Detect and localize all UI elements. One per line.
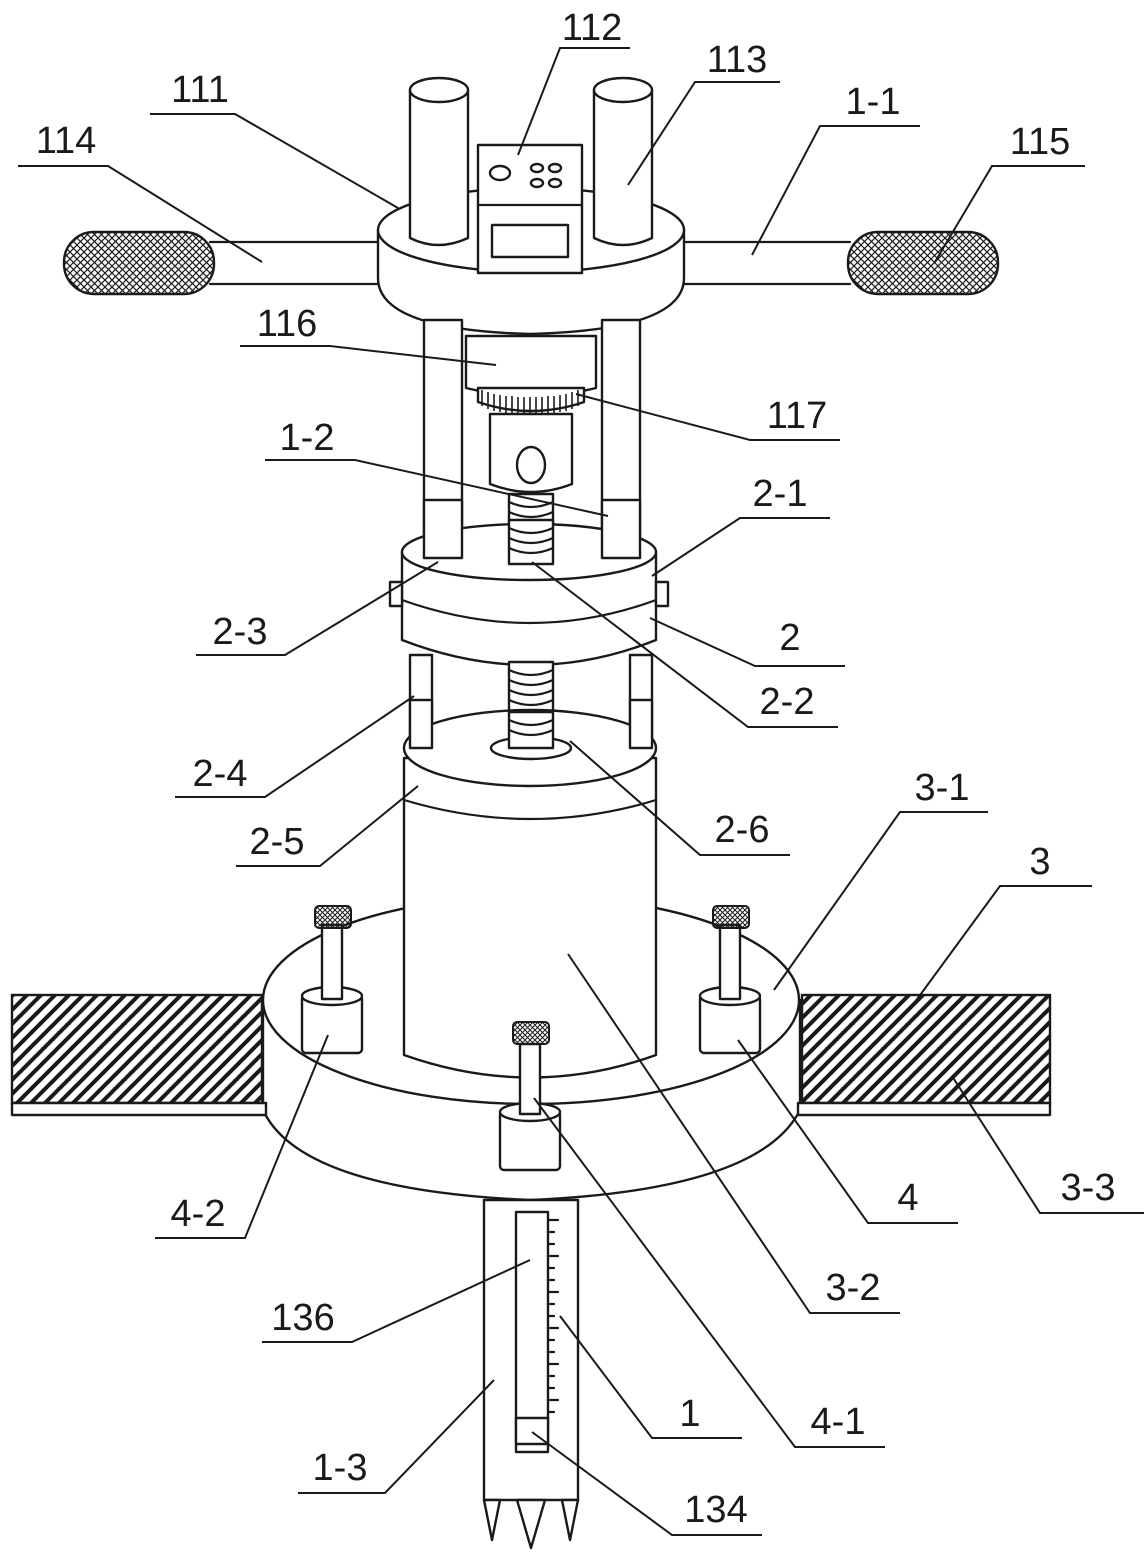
- knob-left: [300, 905, 364, 1055]
- gear: [476, 386, 586, 414]
- right-wing: [796, 993, 1052, 1117]
- label-1-2: 1-2: [280, 417, 335, 459]
- knob-right: [698, 905, 762, 1055]
- label-117: 117: [767, 395, 828, 437]
- label-115: 115: [1010, 121, 1071, 163]
- controller-box: [476, 143, 584, 275]
- handle-bar: [208, 240, 852, 286]
- label-2-5: 2-5: [250, 821, 305, 863]
- leader-lines: [18, 47, 1144, 1536]
- label-4-1: 4-1: [811, 1401, 866, 1443]
- labels: 112 113 111 1-1 114 115 116 117 1-2 2-1 …: [36, 7, 1116, 1531]
- label-2-1: 2-1: [753, 473, 808, 515]
- label-114: 114: [36, 120, 97, 162]
- label-2-4: 2-4: [193, 753, 248, 795]
- label-3-1: 3-1: [915, 767, 970, 809]
- label-113: 113: [707, 39, 768, 81]
- label-2: 2: [779, 617, 800, 659]
- label-3: 3: [1029, 841, 1050, 883]
- top-posts: [408, 76, 654, 247]
- label-136: 136: [271, 1297, 334, 1339]
- sampling-tube: [482, 1198, 580, 1550]
- label-134: 134: [684, 1489, 747, 1531]
- label-3-3: 3-3: [1061, 1167, 1116, 1209]
- coupling: [488, 412, 574, 494]
- left-wing: [10, 993, 268, 1117]
- left-grip: [62, 230, 216, 296]
- label-2-2: 2-2: [760, 681, 815, 723]
- knob-center: [498, 1021, 562, 1172]
- label-1-1: 1-1: [846, 81, 901, 123]
- label-3-2: 3-2: [826, 1267, 881, 1309]
- right-grip: [846, 230, 1000, 296]
- label-2-6: 2-6: [715, 809, 770, 851]
- label-2-3: 2-3: [213, 611, 268, 653]
- label-111: 111: [171, 69, 229, 111]
- collar: [388, 498, 670, 667]
- label-4: 4: [897, 1177, 918, 1219]
- main-cylinder: [402, 698, 658, 1079]
- label-1-3: 1-3: [313, 1447, 368, 1489]
- label-1: 1: [679, 1393, 700, 1435]
- label-116: 116: [257, 303, 318, 345]
- label-112: 112: [562, 7, 623, 49]
- label-4-2: 4-2: [171, 1193, 226, 1235]
